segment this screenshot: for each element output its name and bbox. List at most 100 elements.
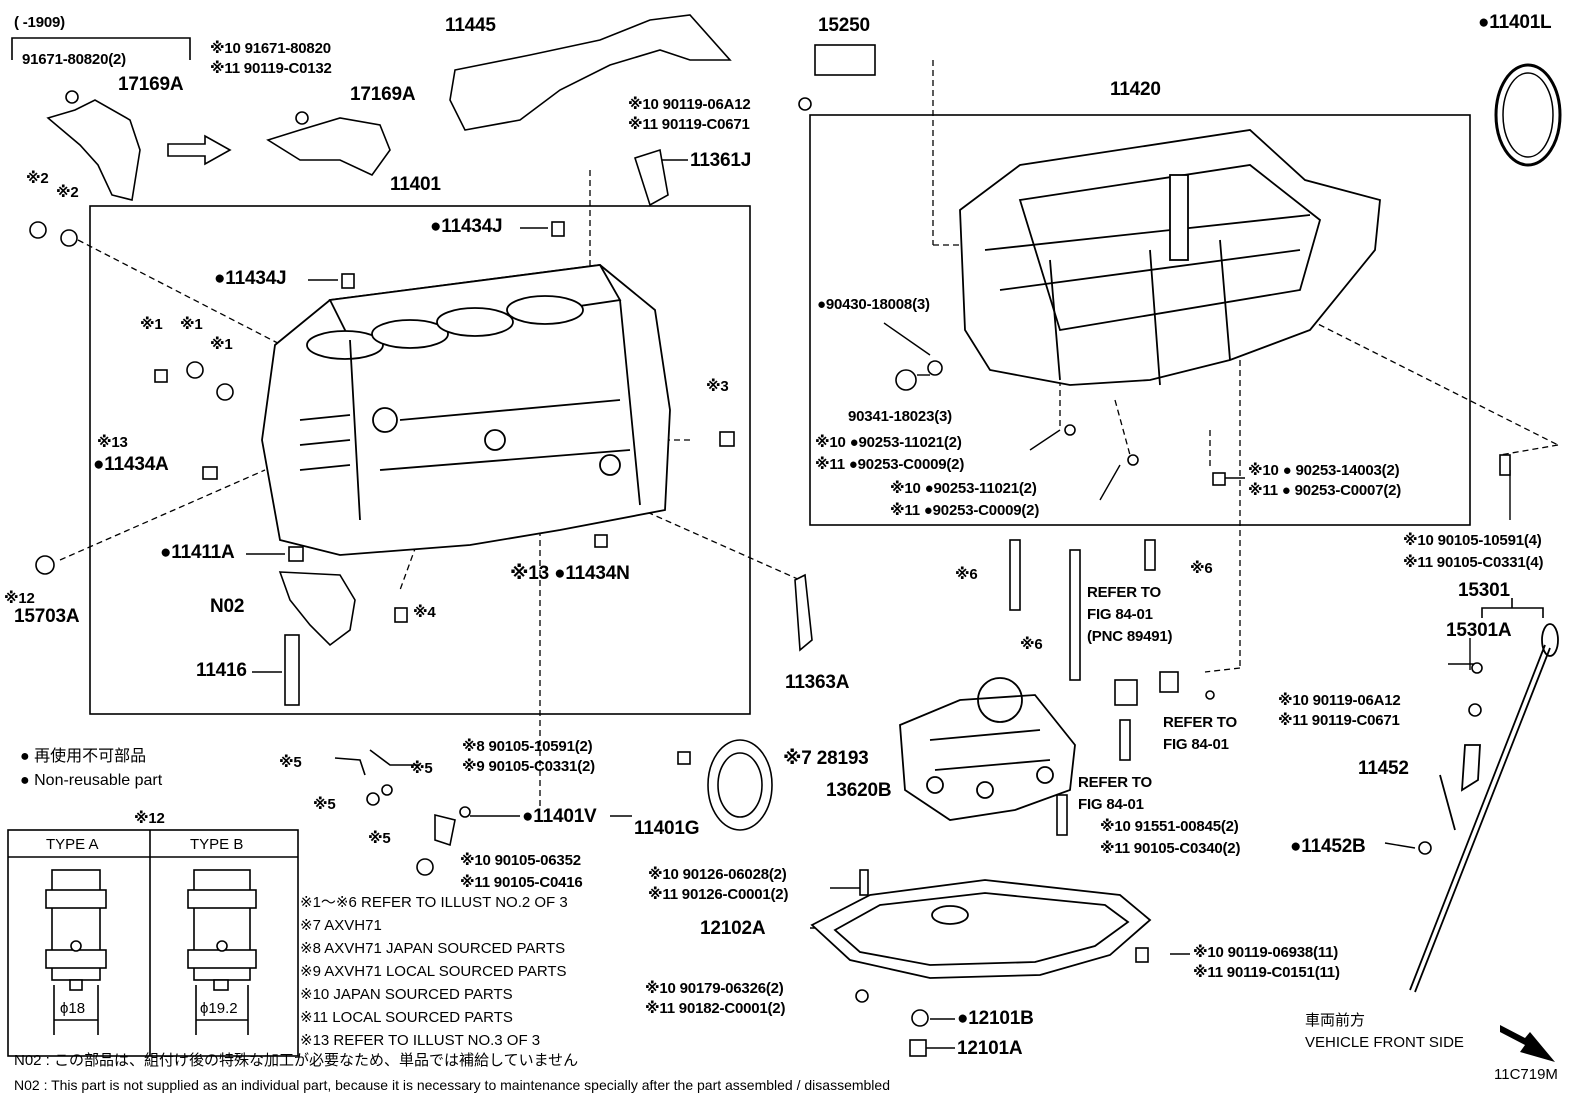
part-11401g: 11401G: [634, 818, 700, 839]
type-box: [7, 829, 299, 1057]
note-line: ※13 REFER TO ILLUST NO.3 OF 3: [300, 1032, 541, 1049]
marker-5d: ※5: [368, 830, 391, 847]
cover-drawing: [449, 14, 732, 131]
part-90119-c0671-r: ※11 90119-C0671: [1278, 712, 1400, 729]
part-90253-11021-b: ※10 ●90253-11021(2): [890, 480, 1037, 497]
part-91671-80820: ※10 91671-80820: [210, 40, 331, 57]
part-90105-c0331-2: ※9 90105-C0331(2): [462, 758, 595, 775]
part-11452: 11452: [1358, 758, 1409, 779]
part-12102a: 12102A: [700, 918, 766, 939]
part-11434j-b: ●11434J: [214, 268, 287, 289]
type-b-dimension: ϕ19.2: [200, 1000, 238, 1017]
part-90253-c0009-b: ※11 ●90253-C0009(2): [890, 502, 1040, 519]
part-11401l: ●11401L: [1478, 12, 1552, 33]
part-90119-06a12-r: ※10 90119-06A12: [1278, 692, 1401, 709]
part-90119-06938: ※10 90119-06938(11): [1193, 944, 1339, 961]
part-15703a: 15703A: [14, 606, 80, 627]
crankcase-drawing: [959, 129, 1381, 386]
refer-label-1: REFER TO: [1087, 584, 1161, 601]
type-box-title: ※12: [134, 810, 165, 827]
part-12101b: ●12101B: [957, 1008, 1034, 1029]
part-90119-c0132: ※11 90119-C0132: [210, 60, 332, 77]
note-line: ※10 JAPAN SOURCED PARTS: [300, 986, 513, 1003]
type-sketches: [45, 869, 257, 1035]
footer-note-en: N02 : This part is not supplied as an in…: [14, 1077, 890, 1093]
part-90341-18023: 90341-18023(3): [848, 408, 952, 425]
balancer-drawing: [899, 677, 1076, 821]
part-90126-06028: ※10 90126-06028(2): [648, 866, 787, 883]
front-side-jp: 車両前方: [1305, 1012, 1366, 1029]
part-11434n: ※13 ●11434N: [510, 563, 630, 584]
part-91551-00845: ※10 91551-00845(2): [1100, 818, 1239, 835]
note-line: ※8 AXVH71 JAPAN SOURCED PARTS: [300, 940, 566, 957]
marker-5c: ※5: [313, 796, 336, 813]
top-bracket: [11, 37, 191, 60]
part-28193: ※7 28193: [783, 748, 869, 769]
part-90105-c0340: ※11 90105-C0340(2): [1100, 840, 1241, 857]
marker-12a: ※12: [4, 590, 35, 607]
marker-1a: ※1: [140, 316, 163, 333]
part-90105-c0331-4: ※11 90105-C0331(4): [1403, 554, 1544, 571]
front-side-en: VEHICLE FRONT SIDE: [1305, 1034, 1464, 1051]
crankcase-box: [809, 114, 1471, 526]
oil-seal-drawing: [1494, 63, 1562, 167]
refer-fig-3: FIG 84-01: [1078, 796, 1144, 813]
arrow-shape: [167, 134, 232, 166]
vehicle-front-arrow: [1500, 1025, 1555, 1062]
part-15301: 15301: [1458, 580, 1510, 601]
note-line: ※7 AXVH71: [300, 917, 382, 934]
part-17169a-left: 17169A: [118, 74, 184, 95]
part-90253-c0007: ※11 ● 90253-C0007(2): [1248, 482, 1402, 499]
part-12101a: 12101A: [957, 1038, 1023, 1059]
part-90105-c0416: ※11 90105-C0416: [460, 874, 583, 891]
marker-6c: ※6: [1020, 636, 1043, 653]
part-n02: N02: [210, 596, 245, 617]
part-15301a: 15301A: [1446, 620, 1512, 641]
part-90253-c0009-a: ※11 ●90253-C0009(2): [815, 456, 965, 473]
part-90105-10591-4: ※10 90105-10591(4): [1403, 532, 1542, 549]
part-11401v: ●11401V: [522, 806, 597, 827]
marker-6a: ※6: [955, 566, 978, 583]
part-11420: 11420: [1110, 79, 1161, 100]
part-11416: 11416: [196, 660, 247, 681]
part-11401: 11401: [390, 174, 441, 195]
part-90430-18008: ●90430-18008(3): [817, 296, 930, 313]
marker-6b: ※6: [1190, 560, 1213, 577]
part-11445: 11445: [445, 15, 496, 36]
marker-1c: ※1: [210, 336, 233, 353]
part-90105-10591-2: ※8 90105-10591(2): [462, 738, 593, 755]
note-line: ※11 LOCAL SOURCED PARTS: [300, 1009, 513, 1026]
illustration-code: 11C719M: [1494, 1066, 1558, 1083]
note-line: ※1～※6 REFER TO ILLUST NO.2 OF 3: [300, 894, 568, 911]
marker-4: ※4: [413, 604, 436, 621]
refer-label-2: REFER TO: [1163, 714, 1237, 731]
part-15250: 15250: [818, 15, 870, 36]
footer-note-jp: N02 : この部品は、組付け後の特殊な加工が必要なため、単品では補給していませ…: [14, 1052, 579, 1069]
part-11361j: 11361J: [690, 150, 752, 171]
part-90253-11021-a: ※10 ●90253-11021(2): [815, 434, 962, 451]
part-11434j-a: ●11434J: [430, 216, 503, 237]
part-90182-c0001: ※11 90182-C0001(2): [645, 1000, 786, 1017]
type-a-label: TYPE A: [46, 836, 99, 853]
marker-2a: ※2: [26, 170, 49, 187]
part-11452b: ●11452B: [1290, 836, 1366, 857]
marker-2b: ※2: [56, 184, 79, 201]
refer-fig-1: FIG 84-01: [1087, 606, 1153, 623]
part-11434a: ●11434A: [93, 454, 169, 475]
marker-1b: ※1: [180, 316, 203, 333]
marker-5b: ※5: [410, 760, 433, 777]
cylinder-block-box: [89, 205, 751, 715]
type-b-label: TYPE B: [190, 836, 244, 853]
part-91671-80820-2: 91671-80820(2): [22, 51, 126, 68]
part-11411a: ●11411A: [160, 542, 235, 563]
cylinder-block-drawing: [261, 264, 671, 556]
legend-en: ● Non-reusable part: [20, 772, 163, 789]
part-13620b: 13620B: [826, 780, 892, 801]
oil-pan-drawing: [810, 879, 1152, 979]
part-11363a: 11363A: [785, 672, 850, 693]
part-90126-c0001: ※11 90126-C0001(2): [648, 886, 789, 903]
range-label: ( -1909): [14, 14, 65, 31]
marker-3: ※3: [706, 378, 729, 395]
note-line: ※9 AXVH71 LOCAL SOURCED PARTS: [300, 963, 567, 980]
